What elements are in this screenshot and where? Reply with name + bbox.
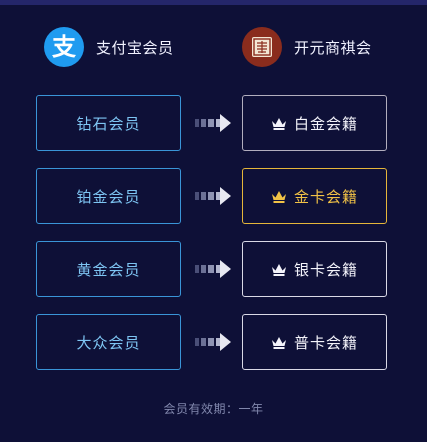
tier-source-label: 钻石会员 xyxy=(76,114,141,133)
tier-target-label: 银卡会籍 xyxy=(293,260,358,279)
tier-target-label: 普卡会籍 xyxy=(293,333,358,352)
tier-row-gold: 黄金会员 银卡会籍 xyxy=(0,241,427,299)
tier-source-diamond: 钻石会员 xyxy=(36,95,181,151)
alipay-member-label: 支付宝会员 xyxy=(96,38,174,57)
arrow-right-icon xyxy=(195,333,231,351)
membership-validity-note: 会员有效期：一年 xyxy=(163,402,264,416)
arrow-right-icon xyxy=(195,260,231,278)
alipay-logo-icon: 支 xyxy=(44,27,84,67)
top-divider-bar xyxy=(0,0,427,5)
tier-target-silver: 银卡会籍 xyxy=(242,241,387,297)
tier-target-gold: 金卡会籍 xyxy=(242,168,387,224)
tier-row-standard: 大众会员 普卡会籍 xyxy=(0,314,427,372)
kaiyuan-club-header: 开元商祺会 xyxy=(242,26,372,68)
tier-row-platinum: 铂金会员 金卡会籍 xyxy=(0,168,427,226)
alipay-member-header: 支 支付宝会员 xyxy=(44,26,174,68)
tier-source-standard: 大众会员 xyxy=(36,314,181,370)
crown-icon xyxy=(271,263,286,276)
arrow-right-icon xyxy=(195,114,231,132)
crown-icon xyxy=(271,190,286,203)
tier-target-standard: 普卡会籍 xyxy=(242,314,387,370)
alipay-logo-glyph: 支 xyxy=(52,33,76,61)
kaiyuan-seal-icon xyxy=(242,27,282,67)
tier-source-gold: 黄金会员 xyxy=(36,241,181,297)
arrow-right-icon xyxy=(195,187,231,205)
tier-source-label: 大众会员 xyxy=(76,333,141,352)
tier-target-label: 白金会籍 xyxy=(293,114,358,133)
tier-target-platinum: 白金会籍 xyxy=(242,95,387,151)
tier-source-label: 黄金会员 xyxy=(76,260,141,279)
crown-icon xyxy=(271,336,286,349)
tier-row-diamond: 钻石会员 白金会籍 xyxy=(0,95,427,153)
tier-source-platinum: 铂金会员 xyxy=(36,168,181,224)
crown-icon xyxy=(271,117,286,130)
kaiyuan-club-label: 开元商祺会 xyxy=(294,38,372,57)
tier-source-label: 铂金会员 xyxy=(76,187,141,206)
tier-target-label: 金卡会籍 xyxy=(293,187,358,206)
